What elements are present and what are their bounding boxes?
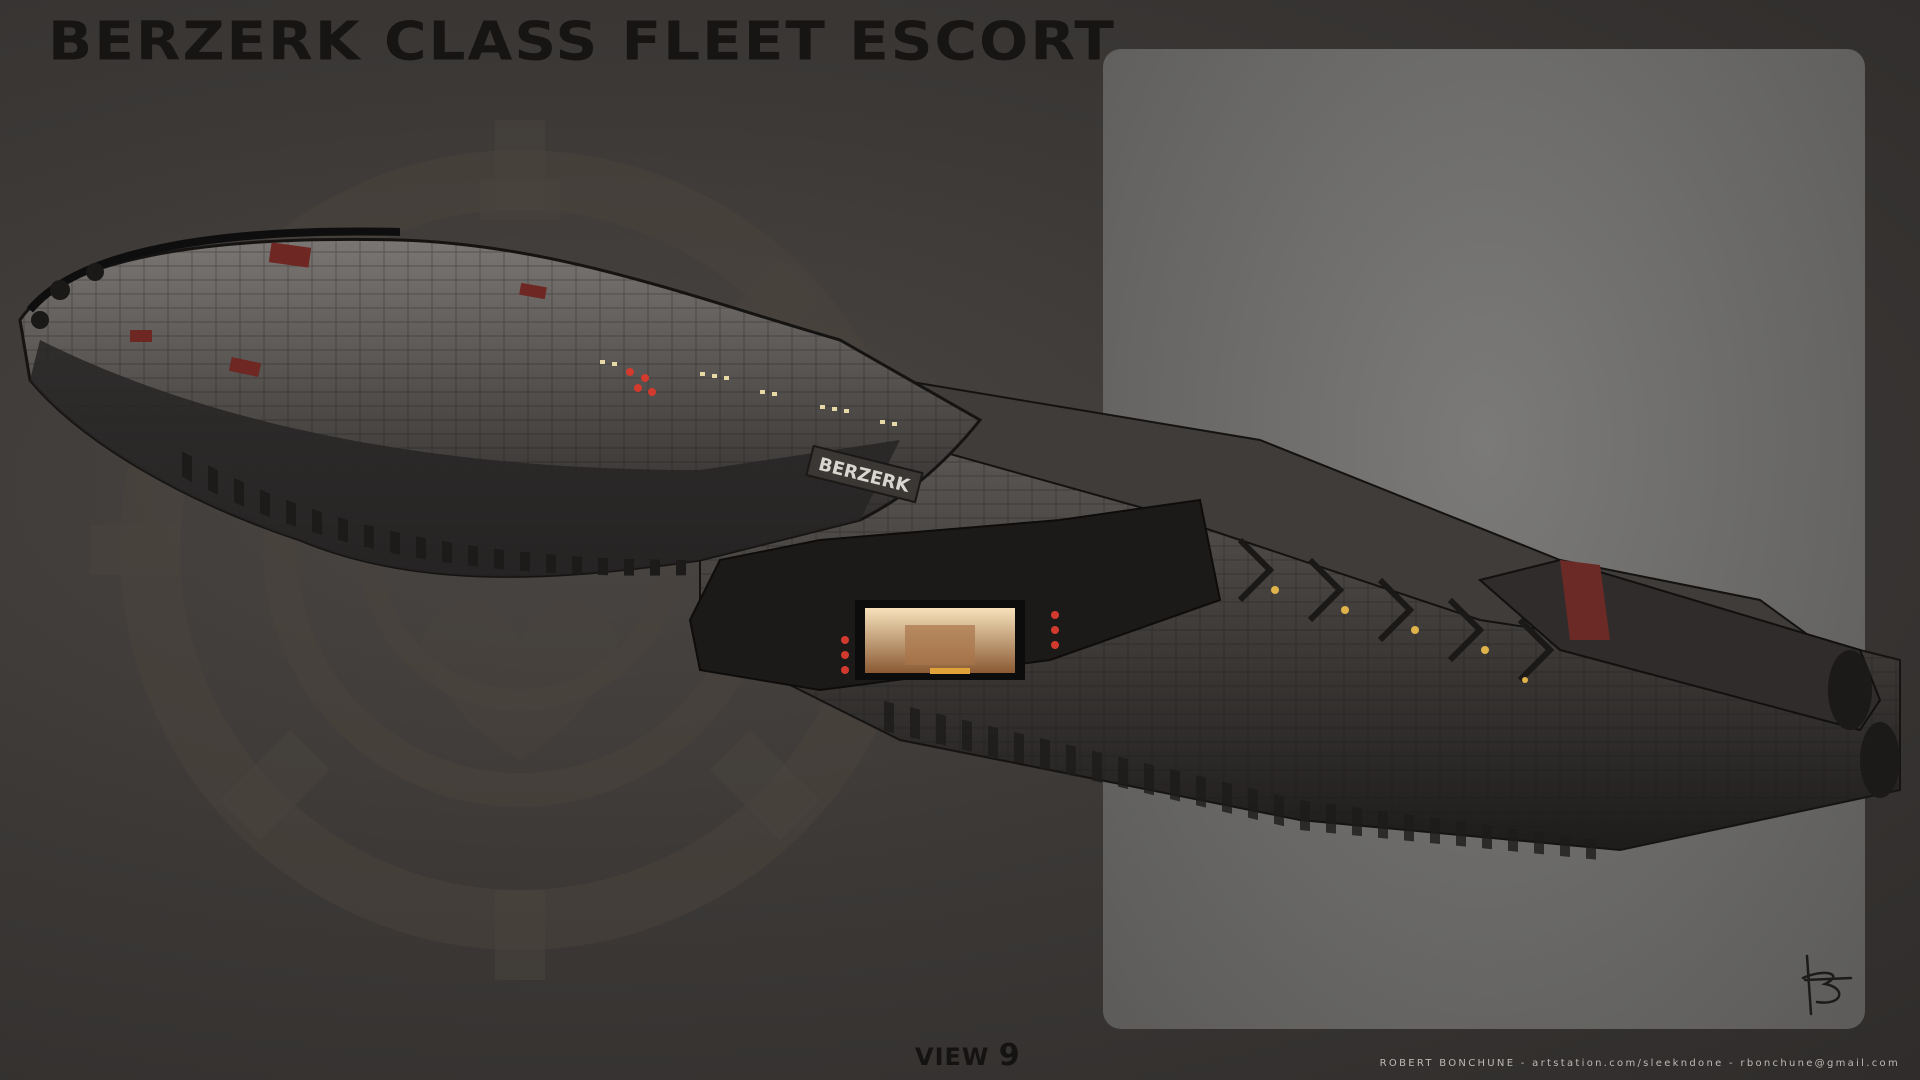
view-number: 9: [998, 1038, 1021, 1073]
view-label: VIEW 9: [915, 1038, 1021, 1073]
artist-signature-icon: [1801, 954, 1853, 1016]
artist-credits: ROBERT BONCHUNE - artstation.com/sleeknd…: [1379, 1058, 1900, 1069]
view-word: VIEW: [915, 1043, 990, 1071]
page-title: BERZERK CLASS FLEET ESCORT: [48, 10, 1116, 73]
